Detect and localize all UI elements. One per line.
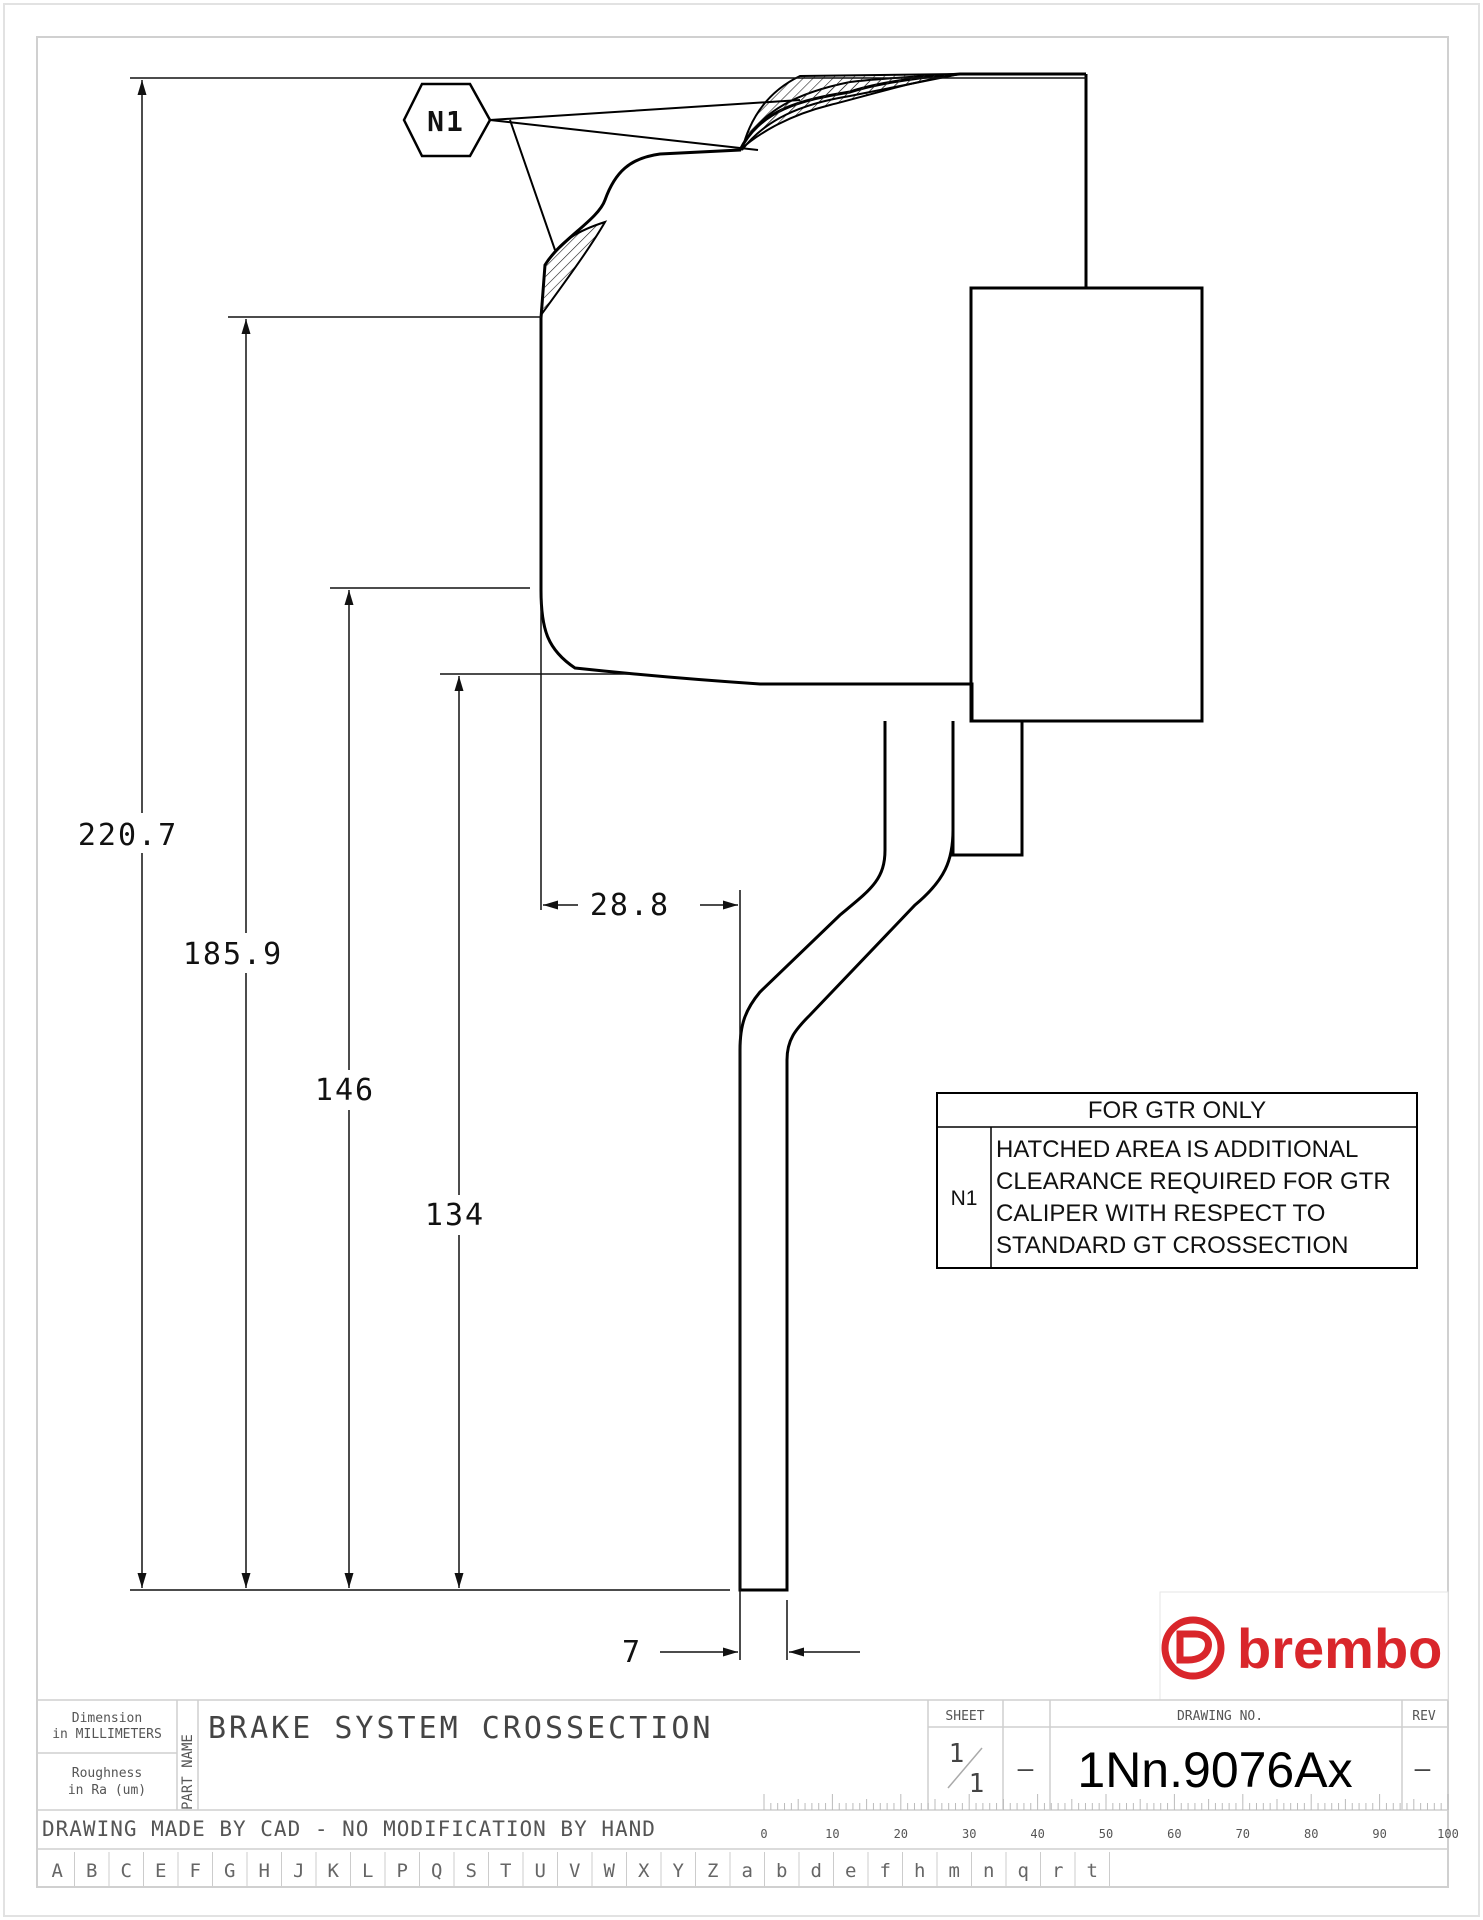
brake-crosssection xyxy=(539,72,1204,1592)
note-line-2: CLEARANCE REQUIRED FOR GTR xyxy=(996,1168,1391,1195)
roughness-unit-label: in Ra (um) xyxy=(68,1783,146,1798)
reference-letter: F xyxy=(190,1860,201,1882)
note-line-4: STANDARD GT CROSSECTION xyxy=(996,1232,1348,1259)
ruler-label: 90 xyxy=(1372,1827,1386,1841)
reference-letter: H xyxy=(259,1860,270,1882)
drawing-frame xyxy=(36,36,1449,1888)
note-line-3: CALIPER WITH RESPECT TO xyxy=(996,1200,1325,1227)
dim-185-9: 185.9 xyxy=(183,937,283,972)
ruler-label: 50 xyxy=(1099,1827,1113,1841)
reference-letter: Y xyxy=(673,1860,685,1882)
reference-letter: q xyxy=(1018,1860,1029,1882)
reference-letter: G xyxy=(224,1860,235,1882)
caliper-block xyxy=(969,286,1204,723)
reference-letter: V xyxy=(569,1860,580,1882)
scale-ruler: 0 10 20 30 40 50 60 70 80 90 100 xyxy=(760,1794,1459,1841)
reference-letter: E xyxy=(155,1860,166,1882)
dimension-values: 220.7 185.9 146 134 28.8 7 xyxy=(75,813,670,1670)
reference-letter: d xyxy=(811,1860,822,1882)
drawing-number-label: DRAWING NO. xyxy=(1177,1709,1263,1724)
brembo-logo: brembo xyxy=(1159,1591,1449,1701)
ruler-label: 80 xyxy=(1304,1827,1318,1841)
roughness-label: Roughness xyxy=(72,1766,142,1781)
reference-letter: L xyxy=(362,1860,373,1882)
ruler-label: 10 xyxy=(825,1827,839,1841)
sheet-dash: — xyxy=(1018,1754,1037,1784)
note-header: FOR GTR ONLY xyxy=(1088,1097,1266,1124)
ruler-label: 40 xyxy=(1030,1827,1044,1841)
ruler-label: 100 xyxy=(1437,1827,1459,1841)
reference-letter: T xyxy=(500,1860,511,1882)
ruler-label: 20 xyxy=(894,1827,908,1841)
reference-letter: m xyxy=(949,1860,960,1882)
dim-28-8: 28.8 xyxy=(590,888,670,923)
hatched-area-top-2 xyxy=(741,73,961,151)
note-table: FOR GTR ONLY N1 HATCHED AREA IS ADDITION… xyxy=(936,1092,1418,1269)
hat-flange xyxy=(951,719,1024,857)
reference-letter: a xyxy=(742,1860,753,1882)
reference-letter: X xyxy=(638,1860,650,1882)
brembo-logo-text: brembo xyxy=(1237,1617,1442,1680)
reference-letter: K xyxy=(328,1860,340,1882)
ruler-label: 0 xyxy=(760,1827,767,1841)
reference-letter: J xyxy=(293,1860,304,1882)
note-line-1: HATCHED AREA IS ADDITIONAL xyxy=(996,1136,1358,1163)
drawing-number: 1Nn.9076Ax xyxy=(1077,1742,1352,1798)
rim-clearance-outline xyxy=(539,72,1088,720)
rev-label: REV xyxy=(1412,1709,1436,1724)
dim-7: 7 xyxy=(622,1635,642,1670)
reference-letter: f xyxy=(880,1860,891,1882)
dimension-unit-label: in MILLIMETERS xyxy=(52,1727,162,1742)
ruler-label: 30 xyxy=(962,1827,976,1841)
rev-value: — xyxy=(1415,1754,1434,1784)
reference-letter: B xyxy=(86,1860,97,1882)
dim-146: 146 xyxy=(315,1073,375,1108)
sheet-total: 1 xyxy=(969,1769,988,1799)
sheet-number: 1 xyxy=(949,1739,968,1769)
reference-letter: h xyxy=(914,1860,925,1882)
ruler-label: 60 xyxy=(1167,1827,1181,1841)
reference-letter: U xyxy=(535,1860,546,1882)
reference-letter: P xyxy=(397,1860,408,1882)
reference-letter: r xyxy=(1052,1860,1063,1882)
reference-letter: W xyxy=(604,1860,616,1882)
dimension-label: Dimension xyxy=(72,1711,142,1726)
reference-letter: C xyxy=(121,1860,132,1882)
balloon-n1: N1 xyxy=(402,82,801,251)
brembo-logo-mark xyxy=(1161,1616,1225,1680)
hatched-area-bottom xyxy=(539,220,608,319)
note-tag: N1 xyxy=(951,1187,978,1210)
reference-letter: e xyxy=(845,1860,856,1882)
sheet-label: SHEET xyxy=(945,1709,984,1724)
reference-letter: A xyxy=(52,1860,64,1882)
balloon-label: N1 xyxy=(427,105,465,138)
dimension-lines xyxy=(130,77,1086,1660)
dim-220-7: 220.7 xyxy=(78,818,178,853)
dim-134: 134 xyxy=(425,1198,485,1233)
reference-letter: b xyxy=(776,1860,787,1882)
reference-letter: Q xyxy=(431,1860,442,1882)
ruler-label: 70 xyxy=(1236,1827,1250,1841)
reference-letter: n xyxy=(983,1860,994,1882)
reference-letter: S xyxy=(466,1860,477,1882)
reference-letter: t xyxy=(1087,1860,1098,1882)
part-name-label: PART NAME xyxy=(180,1734,196,1810)
reference-letter: Z xyxy=(707,1860,718,1882)
outer-border xyxy=(3,3,1480,1917)
title-block: Dimension in MILLIMETERS Roughness in Ra… xyxy=(37,1699,1459,1886)
cad-note: DRAWING MADE BY CAD - NO MODIFICATION BY… xyxy=(42,1817,656,1841)
disc-hat xyxy=(738,721,955,1592)
part-name: BRAKE SYSTEM CROSSECTION xyxy=(208,1711,713,1746)
